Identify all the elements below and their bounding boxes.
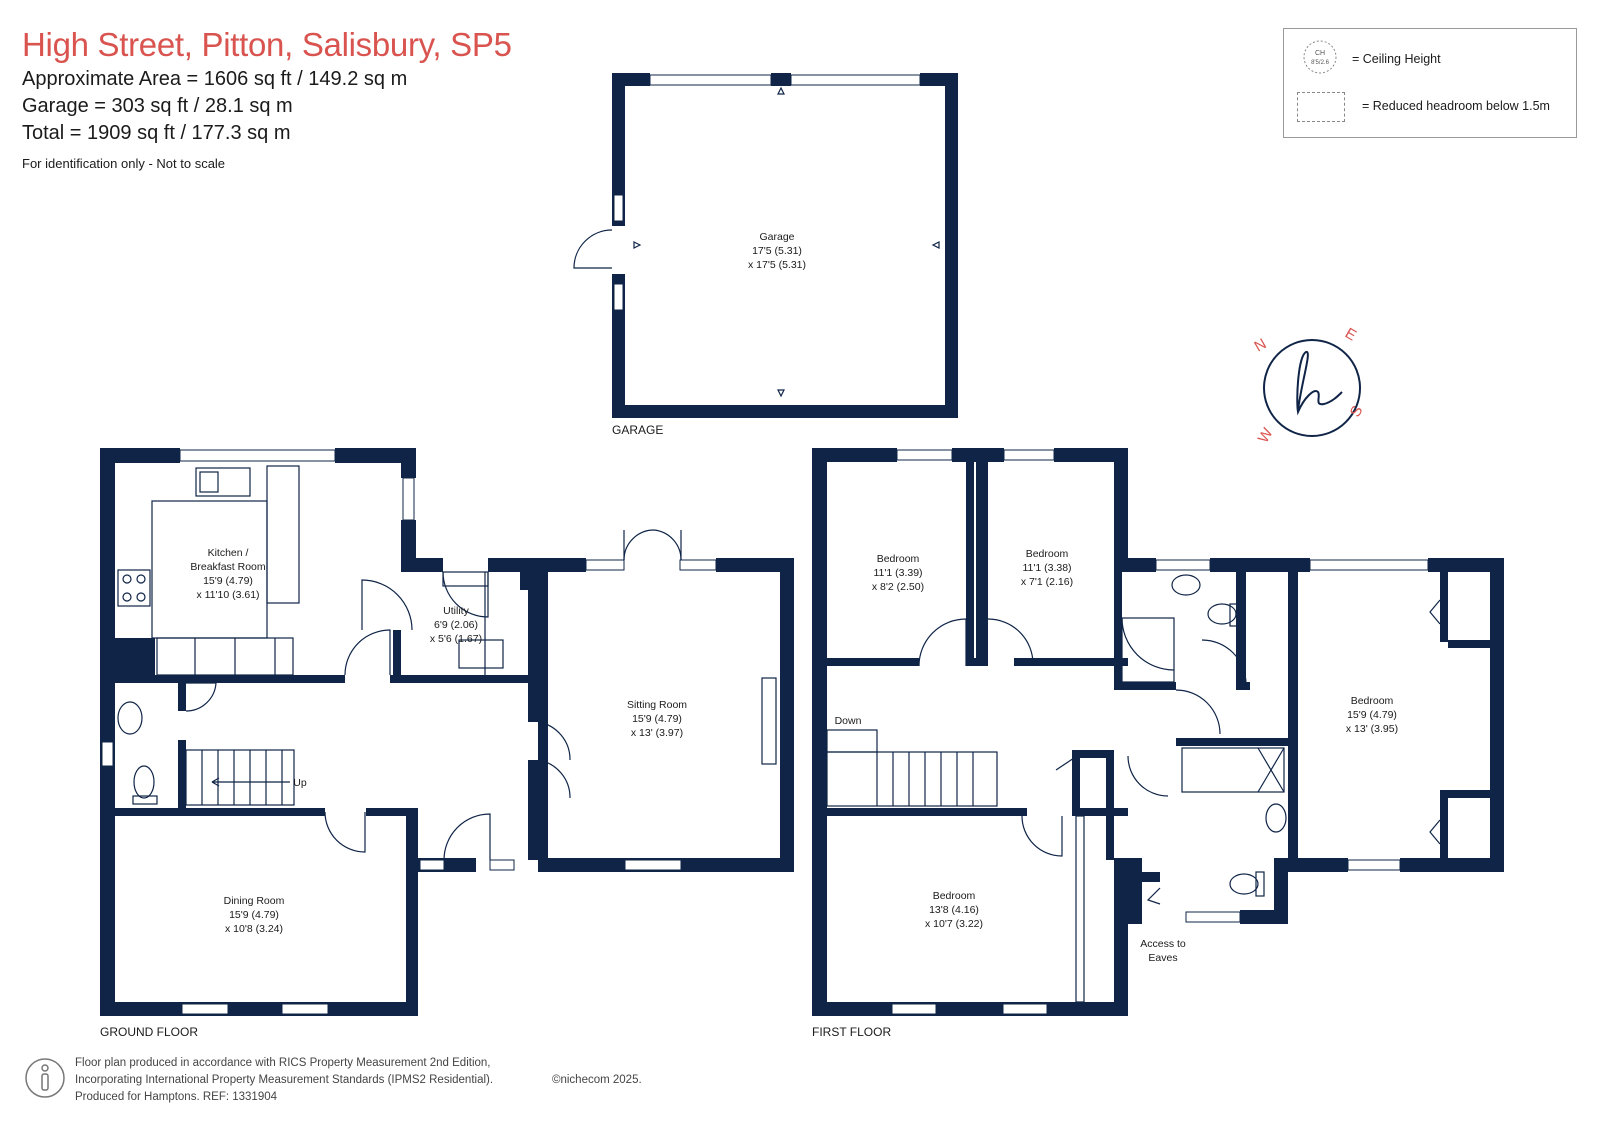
- eaves-label-2: Eaves: [1148, 952, 1177, 964]
- total-area: Total = 1909 sq ft / 177.3 sq m: [22, 122, 291, 144]
- info-person-icon: [25, 1058, 65, 1098]
- garage-room-name: Garage: [759, 231, 794, 243]
- bedroom1-name: Bedroom: [877, 553, 920, 565]
- dining-room-dim1: 15'9 (4.79): [229, 909, 279, 921]
- garage-floor-label: GARAGE: [612, 423, 663, 437]
- approximate-area: Approximate Area = 1606 sq ft / 149.2 sq…: [22, 68, 408, 90]
- bedroom3-name: Bedroom: [1351, 695, 1394, 707]
- ground-floor-plan: Up Kitchen / Breakfast Room 15'9 (4.79) …: [100, 448, 794, 1039]
- kitchen-dim2: x 11'10 (3.61): [196, 589, 259, 601]
- bedroom1-dim1: 11'1 (3.39): [873, 567, 922, 579]
- utility-name: Utility: [443, 605, 469, 617]
- page-title: High Street, Pitton, Salisbury, SP5: [22, 26, 512, 63]
- footer-line-3: Produced for Hamptons. REF: 1331904: [75, 1091, 278, 1103]
- dining-room-name: Dining Room: [224, 895, 285, 907]
- dining-room-dim2: x 10'8 (3.24): [225, 923, 283, 935]
- ceiling-symbol: CH: [1315, 50, 1325, 57]
- sitting-room-name: Sitting Room: [627, 699, 687, 711]
- ground-stairs-label: Up: [293, 777, 307, 789]
- footer-line-2: Incorporating International Property Mea…: [75, 1074, 494, 1086]
- ceiling-height-icon: CH 8'5/2.6: [1303, 40, 1337, 74]
- eaves-label-1: Access to: [1140, 938, 1186, 950]
- sitting-room-dim2: x 13' (3.97): [631, 727, 683, 739]
- first-floor-label: FIRST FLOOR: [812, 1025, 891, 1039]
- compass: N E S W: [1252, 325, 1367, 446]
- bedroom2-dim2: x 7'1 (2.16): [1021, 576, 1073, 588]
- garage-room-dim2: x 17'5 (5.31): [748, 259, 806, 271]
- garage-area: Garage = 303 sq ft / 28.1 sq m: [22, 95, 293, 117]
- hob-icon: [117, 569, 151, 607]
- logo-h-icon: [1296, 350, 1343, 416]
- utility-dim1: 6'9 (2.06): [434, 619, 478, 631]
- kitchen-name-2: Breakfast Room: [190, 561, 266, 573]
- kitchen-name-1: Kitchen /: [208, 547, 249, 559]
- reduced-headroom-label: = Reduced headroom below 1.5m: [1362, 99, 1550, 113]
- bedroom2-name: Bedroom: [1026, 548, 1069, 560]
- first-stairs-label: Down: [835, 715, 862, 727]
- sitting-room-dim1: 15'9 (4.79): [632, 713, 682, 725]
- bedroom2-dim1: 11'1 (3.38): [1022, 562, 1071, 574]
- garage-room-dim1: 17'5 (5.31): [752, 245, 802, 257]
- bedroom4-dim1: 13'8 (4.16): [929, 904, 979, 916]
- scale-note: For identification only - Not to scale: [22, 156, 226, 171]
- footer-copyright: ©nichecom 2025.: [552, 1074, 642, 1086]
- bedroom4-dim2: x 10'7 (3.22): [925, 918, 983, 930]
- bedroom3-dim2: x 13' (3.95): [1346, 723, 1398, 735]
- compass-e: E: [1342, 325, 1359, 345]
- bedroom1-dim2: x 8'2 (2.50): [872, 581, 924, 593]
- bedroom4-name: Bedroom: [933, 890, 976, 902]
- utility-dim2: x 5'6 (1.67): [430, 633, 482, 645]
- ceiling-height-label: = Ceiling Height: [1352, 52, 1441, 66]
- ground-floor-label: GROUND FLOOR: [100, 1025, 198, 1039]
- compass-n: N: [1252, 335, 1270, 355]
- bedroom3-dim1: 15'9 (4.79): [1347, 709, 1397, 721]
- kitchen-dim1: 15'9 (4.79): [203, 575, 253, 587]
- legend-box: CH 8'5/2.6 = Ceiling Height = Reduced he…: [1283, 28, 1577, 138]
- ceiling-symbol-value: 8'5/2.6: [1311, 60, 1329, 66]
- first-floor-plan: Down Bedroom 11'1 (3.39) x 8'2 (2.50) Be…: [812, 448, 1504, 1039]
- footer-line-1: Floor plan produced in accordance with R…: [75, 1057, 491, 1069]
- reduced-headroom-swatch: [1297, 92, 1345, 122]
- garage-plan: Garage 17'5 (5.31) x 17'5 (5.31) GARAGE: [573, 73, 958, 437]
- compass-w: W: [1255, 425, 1277, 446]
